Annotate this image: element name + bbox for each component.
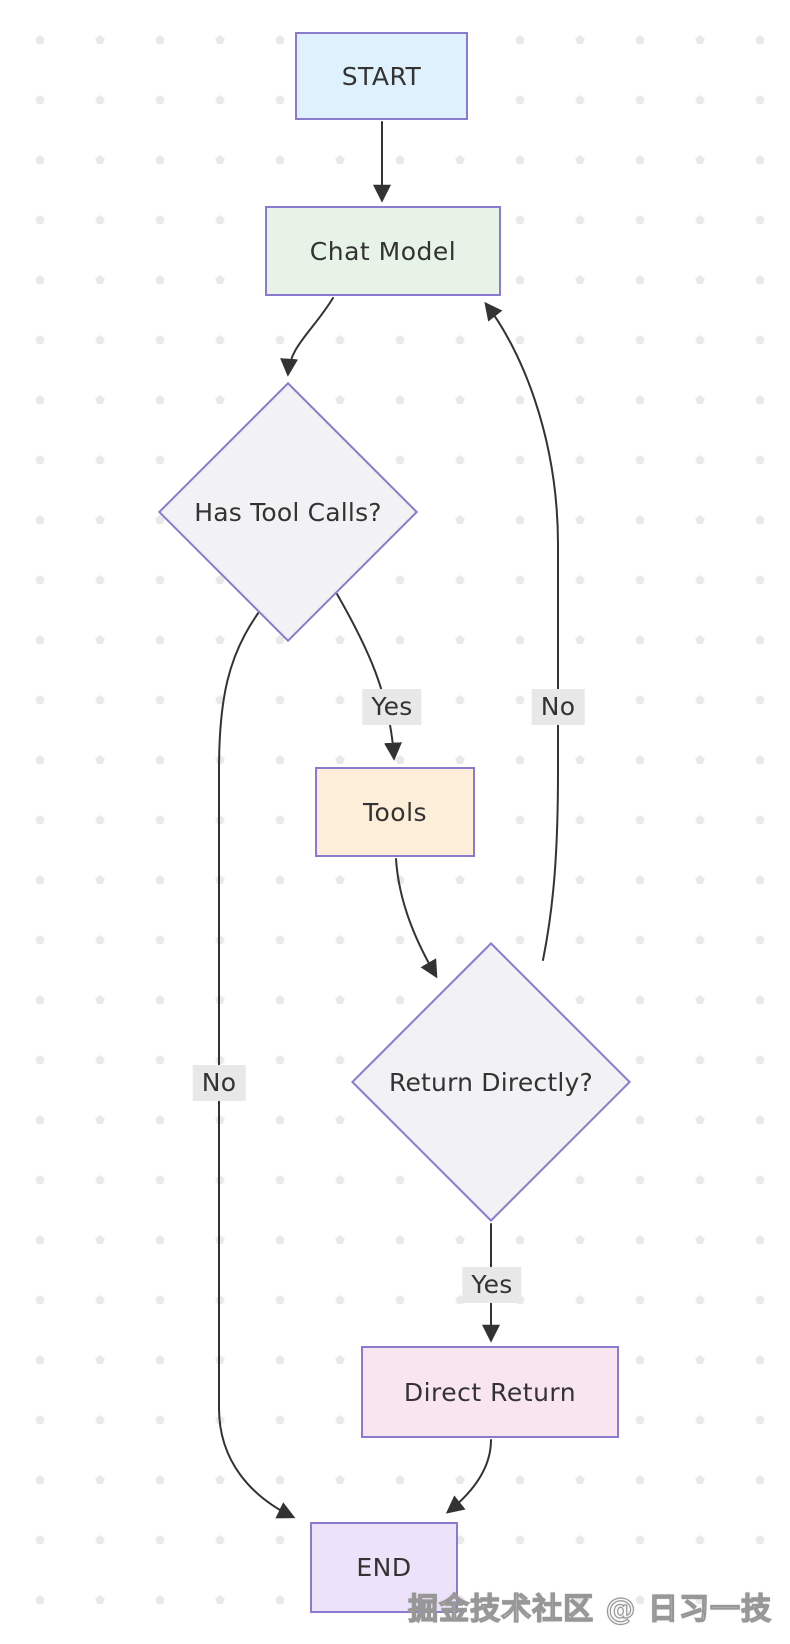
node-start: START: [295, 32, 468, 120]
edge-direct-return-to-end: [445, 1439, 492, 1514]
node-end-label: END: [356, 1553, 412, 1582]
node-return-directly-label: Return Directly?: [389, 1067, 593, 1097]
node-chat-model: Chat Model: [265, 206, 501, 296]
edge-label-no-return-directly: No: [531, 689, 585, 725]
node-end: END: [310, 1522, 458, 1613]
node-direct-return-label: Direct Return: [403, 1377, 577, 1407]
edge-chat-model-to-has-tool-calls: [280, 297, 334, 377]
node-return-directly: Return Directly?: [351, 1060, 631, 1104]
edge-label-yes-has-tool-calls: Yes: [362, 689, 422, 725]
edge-label-yes-return-directly: Yes: [462, 1267, 522, 1303]
edge-has-tool-calls-yes-to-tools: [336, 593, 403, 761]
node-has-tool-calls: Has Tool Calls?: [158, 490, 418, 534]
edge-label-no-has-tool-calls: No: [192, 1065, 246, 1101]
watermark-text: 掘金技术社区 @ 日习一技: [408, 1591, 772, 1627]
edge-tools-to-return-directly: [395, 858, 438, 979]
node-tools: Tools: [315, 767, 475, 857]
node-has-tool-calls-label: Has Tool Calls?: [194, 497, 382, 527]
node-tools-label: Tools: [362, 797, 428, 827]
node-start-label: START: [341, 61, 422, 91]
node-direct-return: Direct Return: [361, 1346, 619, 1438]
node-chat-model-label: Chat Model: [309, 236, 457, 266]
edge-return-directly-no-to-chat-model: [484, 301, 559, 961]
